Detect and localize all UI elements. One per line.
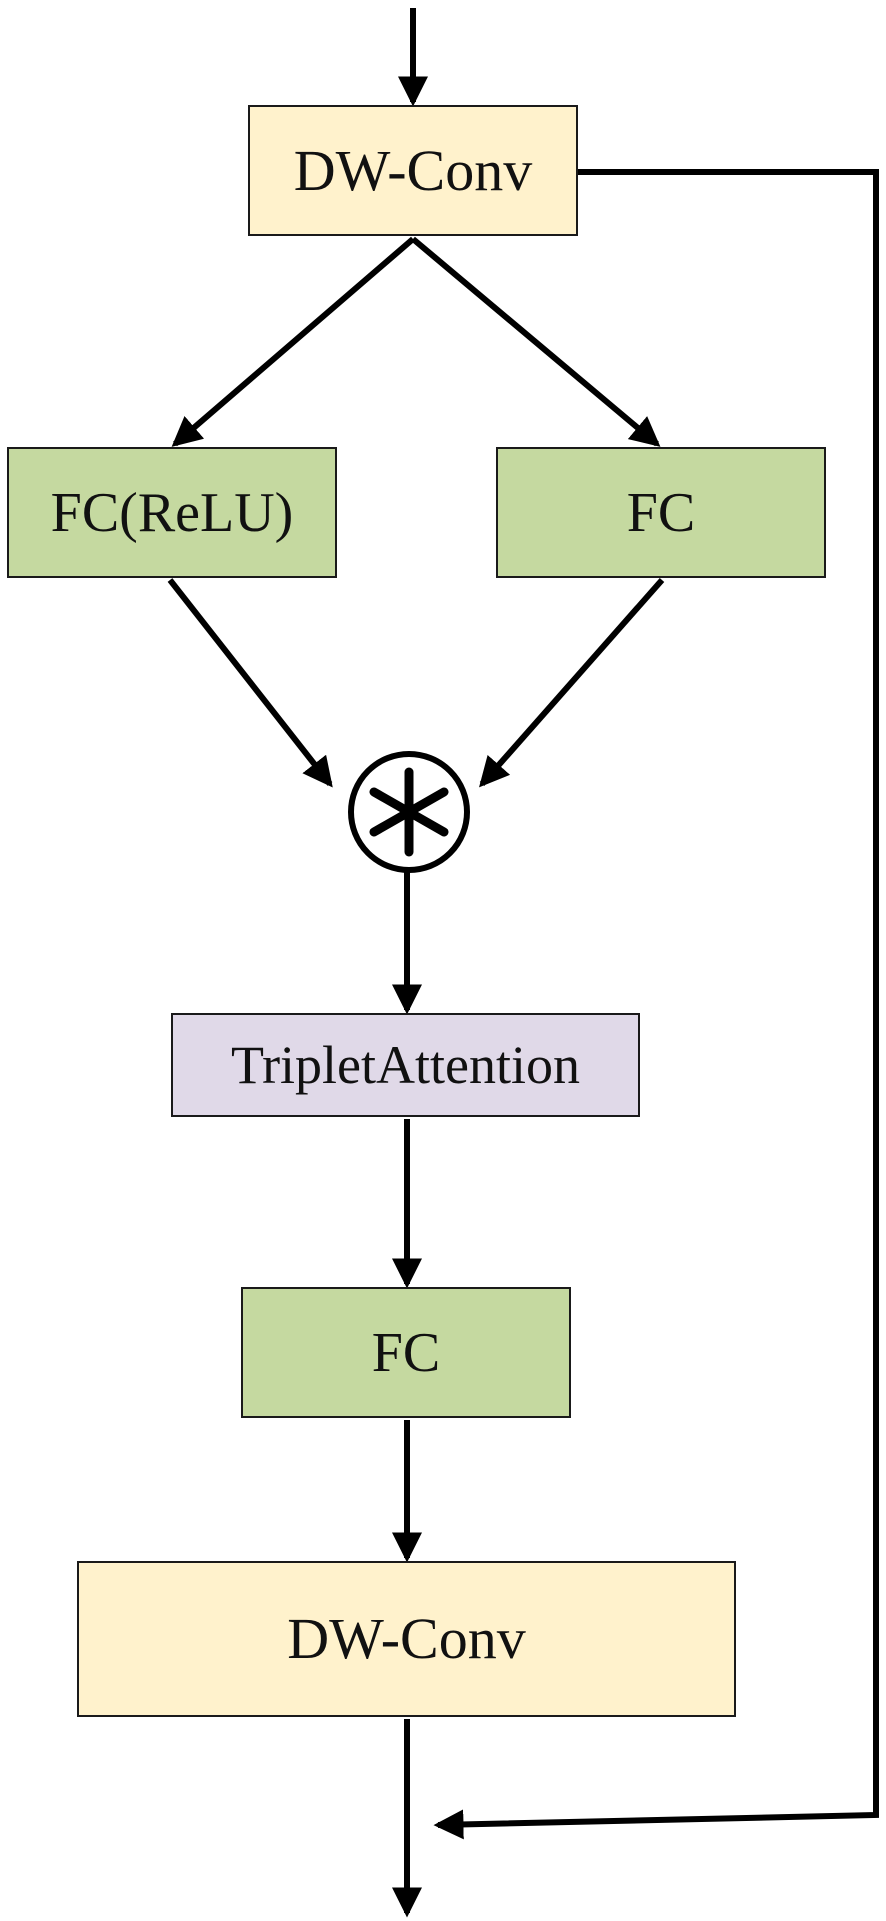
- triplet-attention-label: TripletAttention: [230, 1035, 581, 1095]
- multiply-operator-icon: [348, 751, 470, 873]
- fc-relu-block: FC(ReLU): [7, 447, 337, 578]
- arrow-fc-to-multiply: [479, 578, 665, 788]
- arrow-dwconv-to-fc-relu: [171, 236, 415, 447]
- fc-label-right: FC: [626, 481, 696, 544]
- arrow-dwconv-to-fc: [411, 236, 661, 447]
- dw-conv-label-top: DW-Conv: [293, 137, 533, 203]
- dw-conv-block-bottom: DW-Conv: [77, 1561, 736, 1717]
- fc-relu-label: FC(ReLU): [50, 481, 294, 544]
- dw-conv-block-top: DW-Conv: [248, 105, 578, 236]
- dw-conv-label-bottom: DW-Conv: [287, 1606, 526, 1671]
- fc-block-bottom: FC: [241, 1287, 571, 1418]
- arrow-fc-relu-to-multiply: [167, 578, 333, 788]
- skip-connection: [433, 169, 879, 1840]
- fc-block-right: FC: [496, 447, 826, 578]
- fc-label-bottom: FC: [371, 1321, 441, 1384]
- triplet-attention-block: TripletAttention: [171, 1013, 640, 1117]
